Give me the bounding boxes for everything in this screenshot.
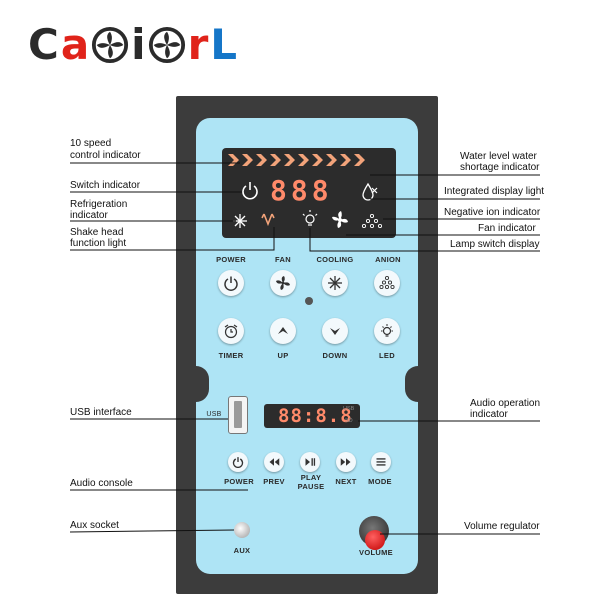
volume-label: VOLUME [359,548,393,557]
brand-logo: C a i r L [28,20,237,70]
power-button[interactable] [218,270,244,296]
audio-label-next: NEXT [335,477,357,486]
callout-audio-console: Audio console [70,478,133,489]
water-level-icon [362,182,378,201]
callout-refrig-line1: Refrigeration [70,199,128,210]
lamp-indicator-icon [302,210,318,226]
prev-button[interactable] [264,452,284,472]
label-timer: TIMER [218,351,244,360]
power-icon [224,276,238,291]
audio-label-pause: PAUSE [297,482,325,491]
power-icon [232,457,244,468]
logo-letter-i: i [131,20,146,69]
audio-label-power: POWER [224,477,254,486]
status-led-dot [305,297,313,305]
callout-water-line2: shortage indicator [460,162,540,173]
volume-knob[interactable] [365,530,385,550]
fan-button[interactable] [270,270,296,296]
chevron-down-icon [330,328,340,335]
fast-forward-icon [340,458,351,466]
audio-label-play: PLAY [300,473,322,482]
aux-socket[interactable] [234,522,250,538]
rewind-icon [269,458,280,466]
next-button[interactable] [336,452,356,472]
play-pause-button[interactable] [300,452,320,472]
label-down: DOWN [322,351,348,360]
anion-icon [379,275,395,290]
down-button[interactable] [322,318,348,344]
panel-notch-right [405,366,431,402]
audio-label-mode: MODE [368,477,392,486]
alarm-clock-icon [224,324,238,339]
callout-water-line1: Water level water [460,151,537,162]
callout-anion: Negative ion indicator [444,207,541,218]
mode-button[interactable] [371,452,391,472]
callout-audio-op-line1: Audio operation [470,398,541,409]
audio-digits: 88:8.8 [278,405,353,427]
callout-volume: Volume regulator [464,521,540,532]
callout-speed-line1: 10 speed [70,138,112,149]
main-display-graphics [228,154,383,229]
callout-usb: USB interface [70,407,132,418]
fan-logo-icon [92,26,129,64]
callout-lamp: Lamp switch display [450,239,540,250]
switch-indicator-icon [242,182,258,200]
audio-source-sd: SD [345,418,353,424]
callout-fan: Fan indicator [478,223,536,234]
callout-aux: Aux socket [70,520,119,531]
callout-integrated: Integrated display light [444,186,545,197]
chevron-up-icon [278,327,288,334]
main-digits: 888 [270,174,333,207]
callout-audio-op-line2: indicator [470,409,508,420]
callout-shake-line2: function light [70,238,127,249]
logo-letter-l: L [210,20,238,69]
shake-head-icon [261,213,275,227]
cooling-button[interactable] [322,270,348,296]
callout-speed-line2: control indicator [70,150,141,161]
logo-letter-r: r [187,20,209,69]
usb-label: USB [206,411,222,418]
logo-letter-c: C [28,20,59,69]
fan-indicator-icon [332,211,348,228]
label-power: POWER [216,255,246,264]
menu-list-icon [376,458,386,466]
anion-button[interactable] [374,270,400,296]
snowflake-icon [328,276,342,290]
callout-refrig-line2: indicator [70,210,108,221]
fan-icon [276,276,290,290]
led-button[interactable] [374,318,400,344]
callout-shake-line1: Shake head [70,227,124,238]
fan-logo-icon-2 [148,26,185,64]
label-cooling: COOLING [316,255,354,264]
timer-button[interactable] [218,318,244,344]
anion-indicator-icon [361,213,383,229]
label-anion: ANION [375,255,401,264]
panel-notch-left [183,366,209,402]
label-fan: FAN [275,255,291,264]
up-button[interactable] [270,318,296,344]
logo-letter-a: a [60,20,90,69]
play-pause-icon [305,458,316,466]
audio-label-prev: PREV [263,477,285,486]
audio-power-button[interactable] [228,452,248,472]
bulb-icon [381,324,393,337]
speed-chevrons [228,154,365,166]
callout-switch: Switch indicator [70,180,141,191]
audio-display [264,404,360,428]
label-up: UP [277,351,289,360]
label-led: LED [379,351,395,360]
audio-source-usb: USB [343,406,355,412]
aux-label: AUX [233,546,251,555]
usb-port[interactable] [228,396,248,434]
